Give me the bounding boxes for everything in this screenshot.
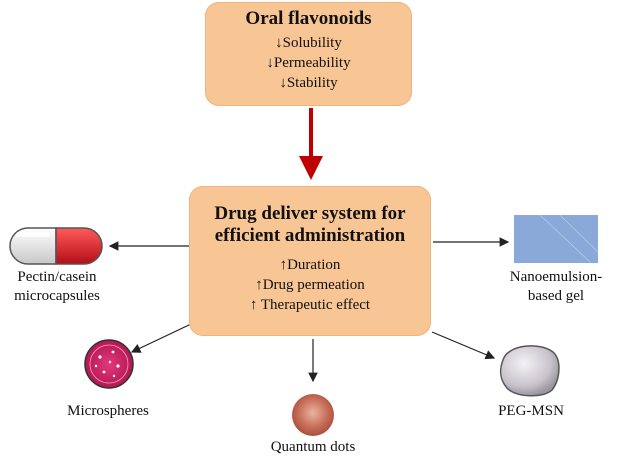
peg-msn-icon bbox=[499, 345, 560, 397]
duration-item: ↑Duration bbox=[279, 257, 341, 273]
peg-msn-label: PEG-MSN bbox=[498, 403, 564, 419]
arrow-to-microspheres bbox=[130, 323, 192, 353]
quantum-dot-icon bbox=[292, 394, 334, 436]
microspheres-icon bbox=[84, 339, 134, 389]
oral-flavonoids-box: Oral flavonoids ↓Solubility ↓Permeabilit… bbox=[205, 2, 412, 106]
capsule-label: Pectin/casein microcapsules bbox=[2, 268, 112, 306]
drug-permeation-item: ↑Drug permeation bbox=[255, 277, 365, 293]
gel-label: Nanoemulsion- based gel bbox=[500, 268, 612, 306]
permeability-item: ↓Permeability bbox=[266, 55, 351, 71]
gel-label-line2: based gel bbox=[527, 288, 585, 304]
capsule-label-line1: Pectin/casein bbox=[17, 269, 97, 285]
arrow-to-peg-msn bbox=[431, 331, 496, 360]
drug-delivery-system-box: Drug deliver system for efficient admini… bbox=[189, 186, 431, 336]
stability-item: ↓Stability bbox=[279, 75, 338, 91]
dds-title-line2: efficient administration bbox=[214, 225, 406, 246]
oral-flavonoids-title: Oral flavonoids bbox=[245, 8, 372, 29]
capsule-icon bbox=[9, 227, 103, 265]
quantum-dots-label: Quantum dots bbox=[270, 439, 356, 455]
microspheres-label: Microspheres bbox=[67, 403, 149, 419]
dds-title-line1: Drug deliver system for bbox=[214, 203, 406, 224]
solubility-item: ↓Solubility bbox=[275, 35, 342, 51]
gel-label-line1: Nanoemulsion- bbox=[509, 269, 603, 285]
therapeutic-effect-item: ↑ Therapeutic effect bbox=[249, 297, 371, 313]
capsule-label-line2: microcapsules bbox=[14, 288, 100, 304]
gel-icon bbox=[514, 214, 599, 263]
